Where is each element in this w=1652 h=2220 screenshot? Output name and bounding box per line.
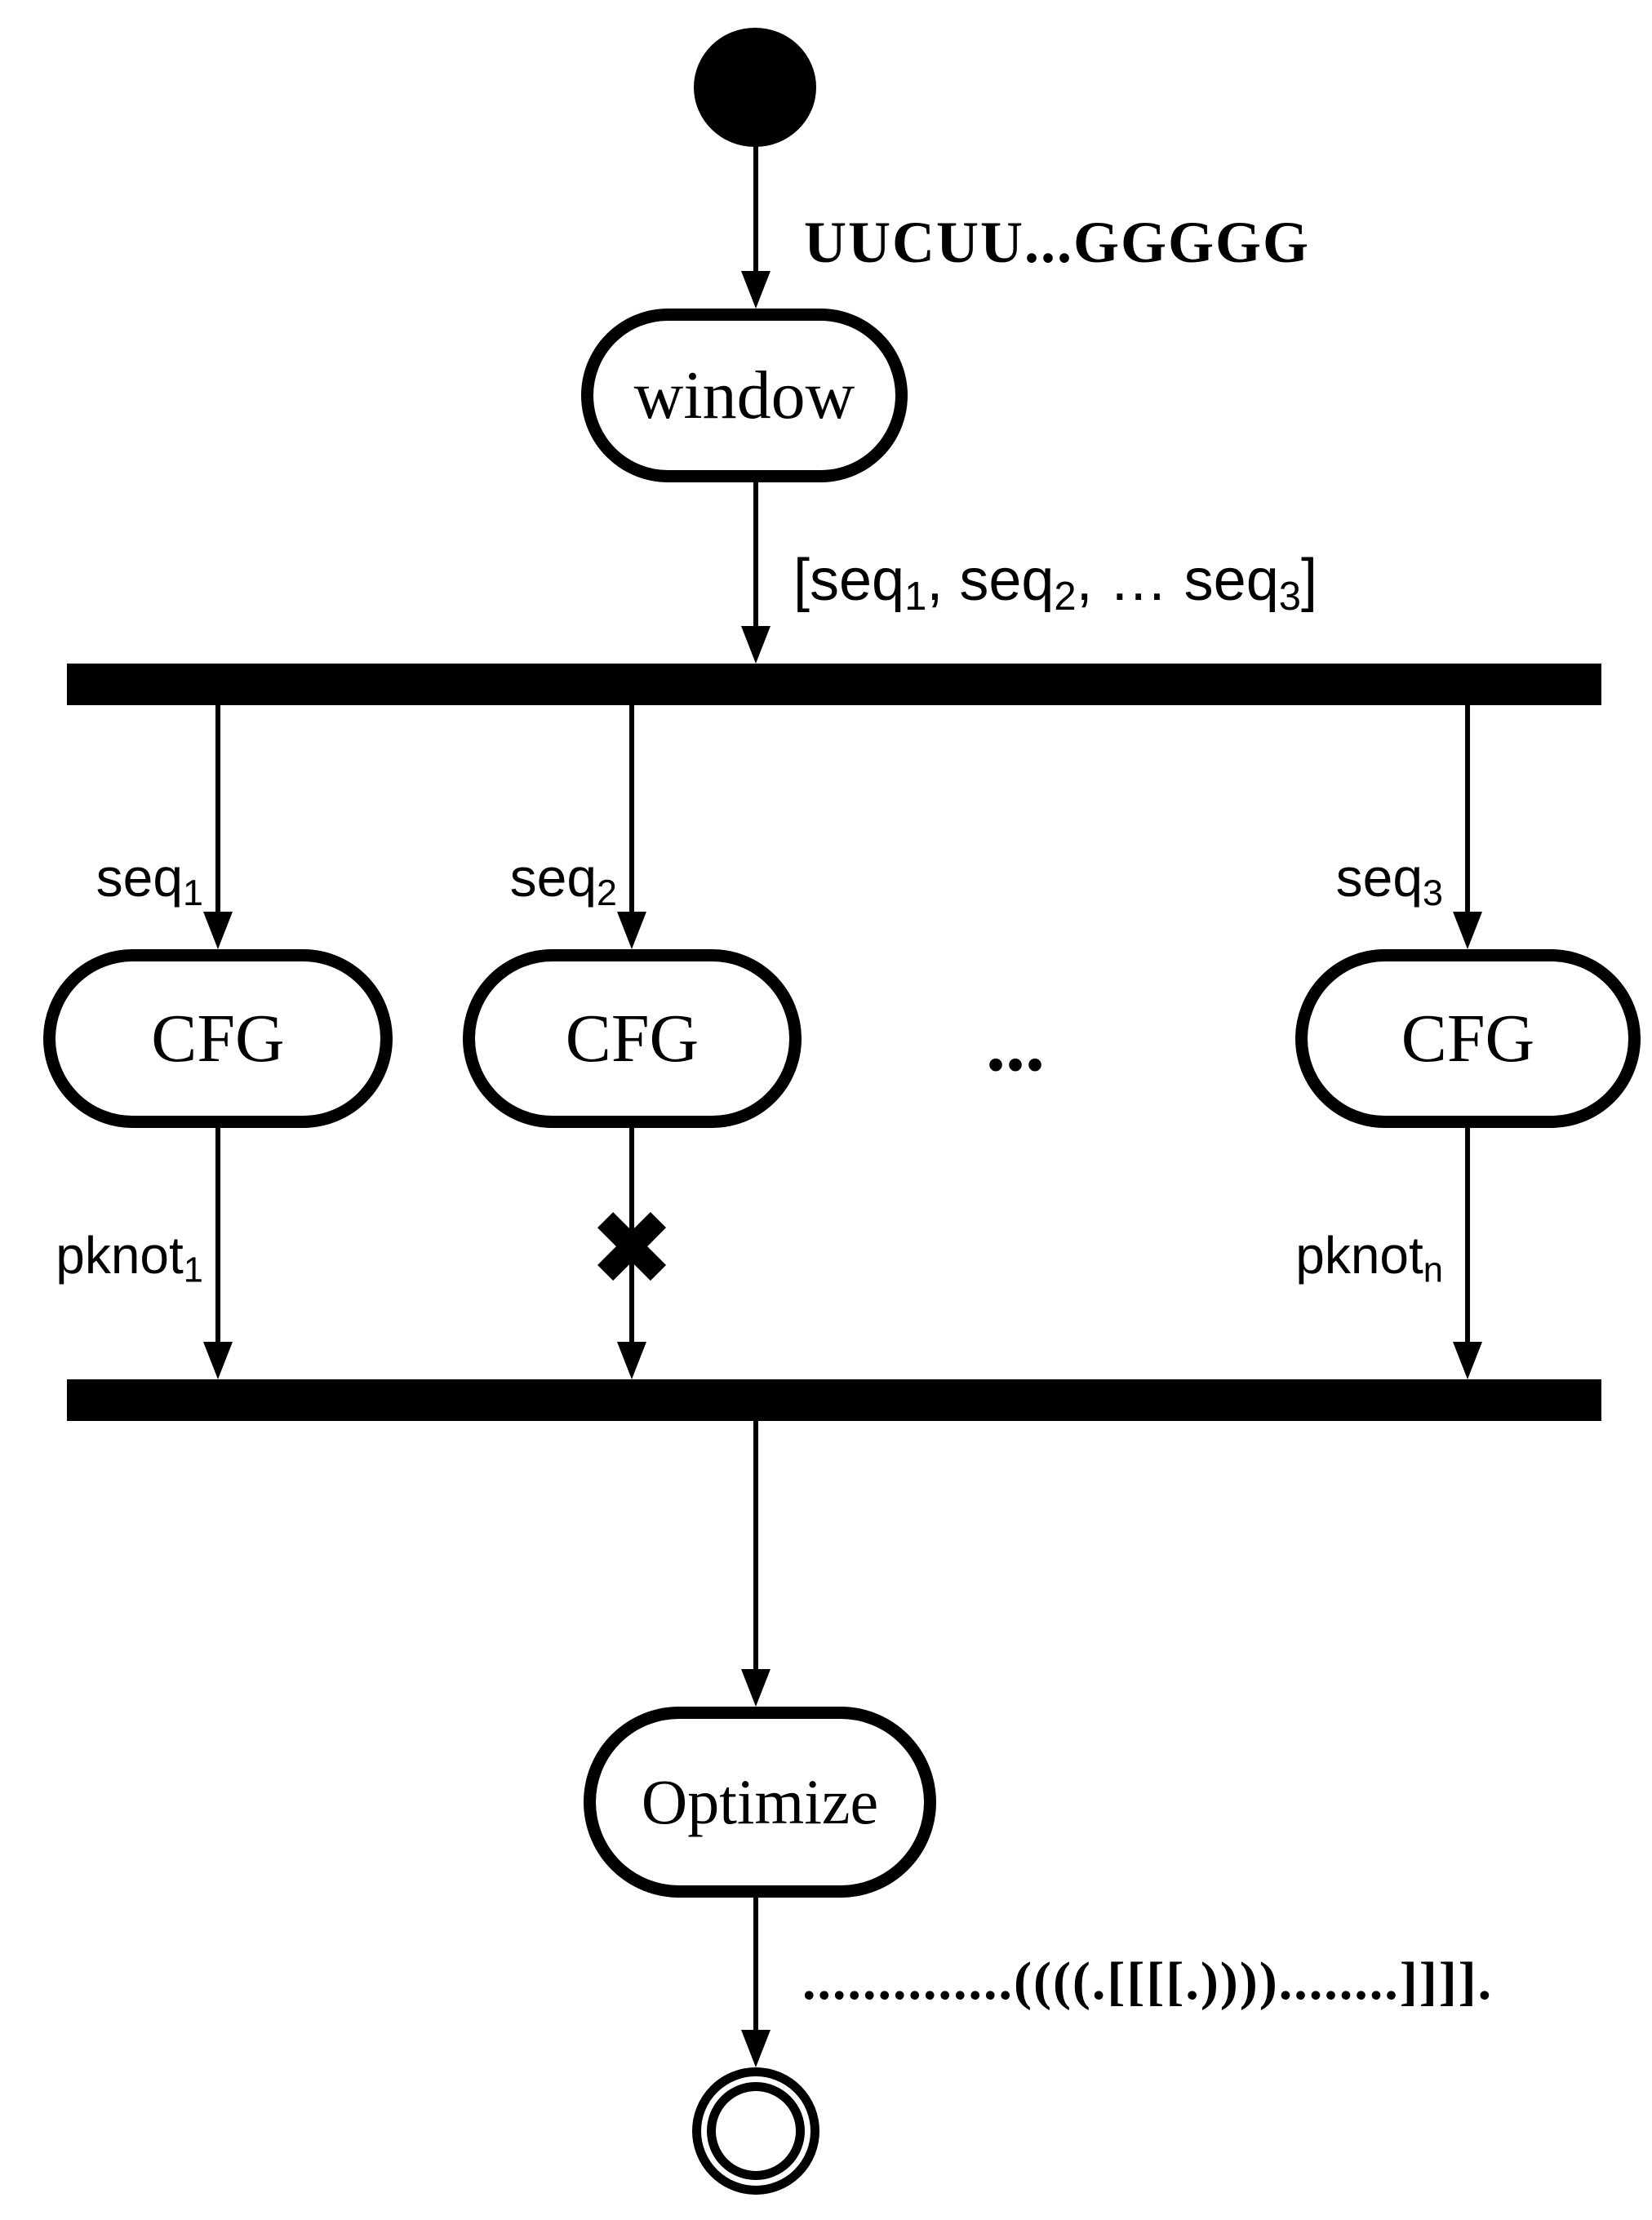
cfg3-node-label: CFG — [1401, 1001, 1535, 1077]
arrowhead-icon — [203, 912, 233, 949]
activity-node-cfg-3: CFG — [1295, 949, 1641, 1128]
edge-line — [1465, 705, 1470, 912]
label-subscript: 1 — [904, 574, 927, 619]
edge-line — [215, 705, 220, 912]
initial-node — [694, 28, 816, 147]
label-text: , seq — [926, 548, 1055, 613]
label-subscript: 3 — [1423, 871, 1443, 913]
window-node-label: window — [633, 357, 855, 433]
discard-cross-icon: ✖ — [588, 1188, 675, 1308]
label-text: seq — [1335, 847, 1423, 908]
arrowhead-icon — [1453, 912, 1482, 949]
label-text: ] — [1301, 548, 1318, 613]
label-subscript: 3 — [1278, 574, 1301, 619]
edge-line — [1465, 1128, 1470, 1343]
edge-label-window-output: [seq1, seq2, … seq3] — [793, 547, 1317, 619]
edge-label-pknotn: pknotn — [1295, 1226, 1443, 1290]
optimize-node-label: Optimize — [641, 1766, 879, 1837]
cfg2-node-label: CFG — [565, 1001, 699, 1077]
label-text: pknot — [1295, 1226, 1423, 1285]
fork-bar — [67, 664, 1601, 705]
label-subscript: n — [1423, 1250, 1443, 1290]
activity-node-optimize: Optimize — [584, 1707, 936, 1898]
label-subscript: 2 — [597, 871, 617, 913]
arrowhead-icon — [741, 1669, 770, 1707]
edge-line — [629, 1128, 634, 1343]
final-node-inner-ring — [707, 2082, 805, 2180]
label-text: [seq — [793, 548, 905, 613]
edge-label-output-structure: ..............((((.[[[[.))))........]]]]… — [802, 1951, 1494, 2011]
edge-line — [753, 482, 758, 628]
label-subscript: 2 — [1054, 574, 1077, 619]
activity-node-window: window — [581, 309, 908, 482]
label-subscript: 1 — [183, 1250, 203, 1290]
edge-line — [629, 705, 634, 912]
cfg1-node-label: CFG — [151, 1001, 285, 1077]
label-text: seq — [509, 847, 597, 908]
edge-line — [753, 1421, 758, 1672]
join-bar — [67, 1379, 1601, 1421]
arrowhead-icon — [203, 1342, 233, 1379]
final-node — [692, 2067, 819, 2195]
edge-label-seq2: seq2 — [510, 847, 617, 913]
label-subscript: 1 — [183, 871, 203, 913]
edge-label-seq3: seq3 — [1336, 847, 1443, 913]
arrowhead-icon — [741, 626, 770, 664]
label-text: pknot — [56, 1226, 184, 1285]
edge-label-pknot1: pknot1 — [56, 1226, 203, 1290]
edge-line — [753, 1898, 758, 2031]
edge-label-seq1: seq1 — [96, 847, 203, 913]
arrowhead-icon — [741, 2030, 770, 2067]
edge-label-input-sequence: UUCUU...GGGGG — [804, 210, 1310, 275]
edge-line — [753, 145, 758, 274]
arrowhead-icon — [617, 1342, 646, 1379]
branch-ellipsis-label: ... — [986, 1000, 1045, 1087]
label-text: , … seq — [1076, 548, 1279, 613]
edge-line — [215, 1128, 220, 1343]
arrowhead-icon — [1453, 1342, 1482, 1379]
label-text: seq — [95, 847, 184, 908]
arrowhead-icon — [617, 912, 646, 949]
arrowhead-icon — [741, 271, 770, 309]
activity-node-cfg-2: CFG — [463, 949, 802, 1128]
activity-node-cfg-1: CFG — [43, 949, 393, 1128]
